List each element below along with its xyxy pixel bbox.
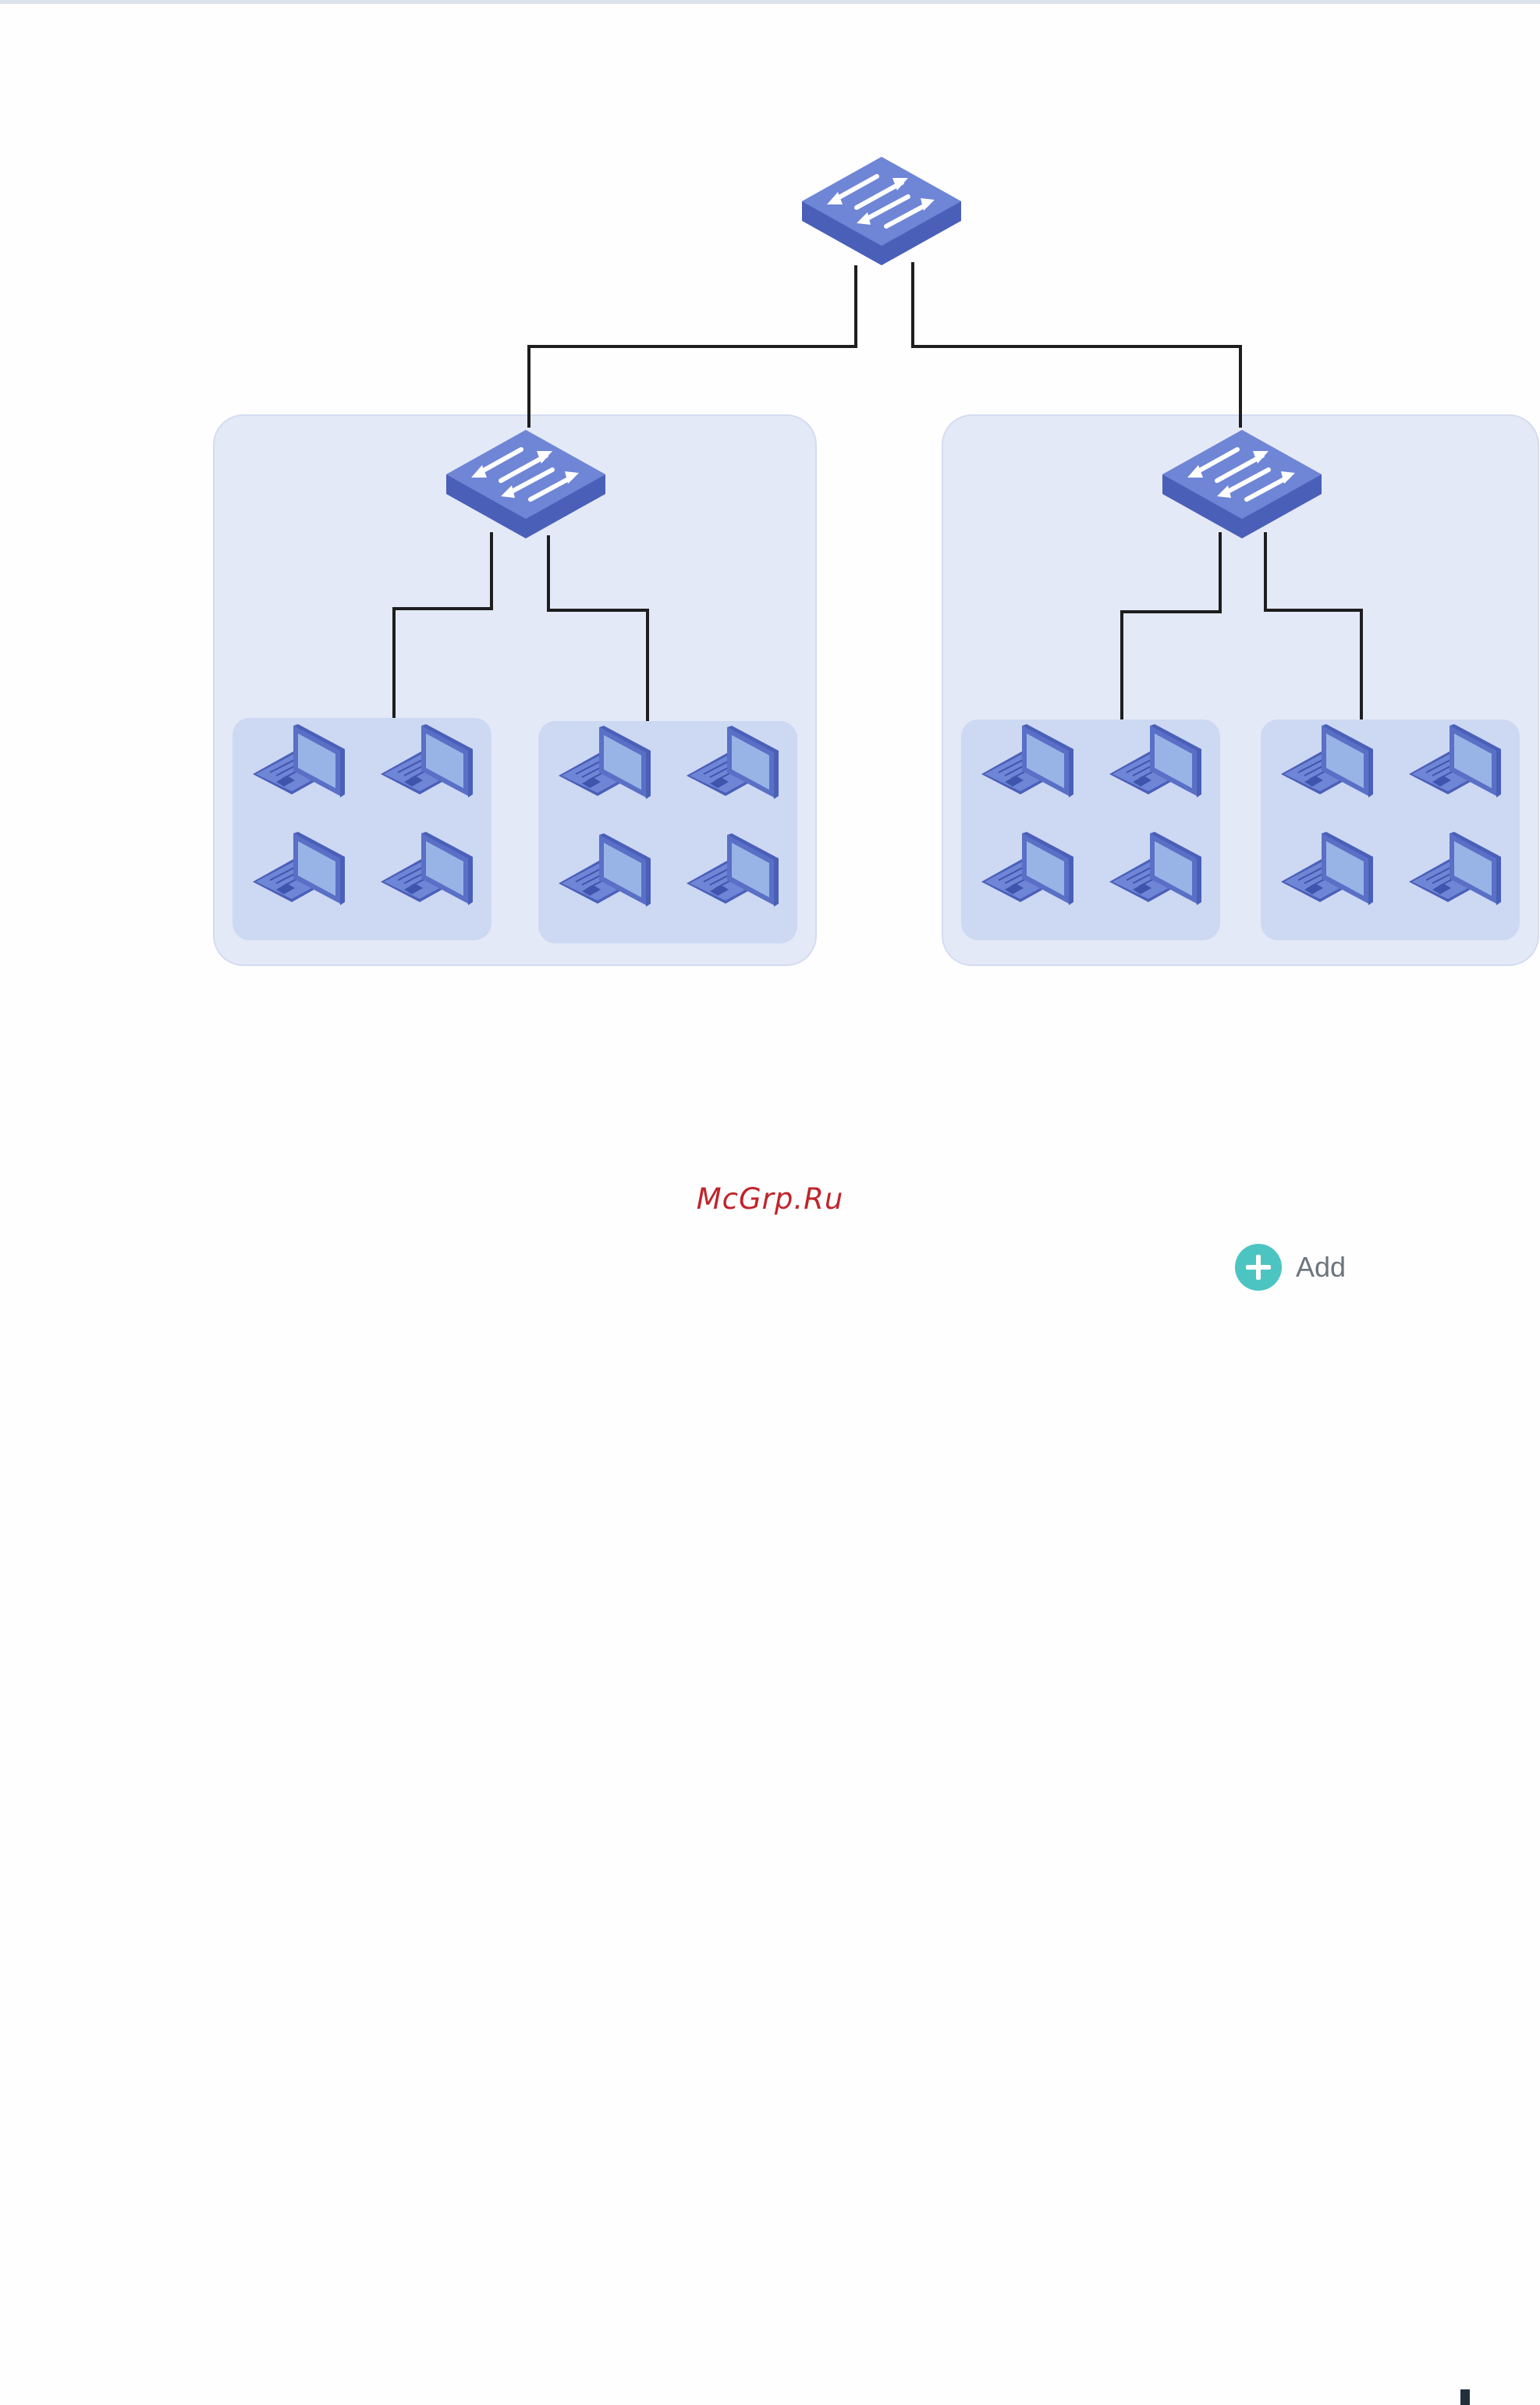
add-button-label: Add — [1296, 1251, 1346, 1284]
plus-circle-icon — [1235, 1244, 1282, 1291]
link-core-to-switch-a — [529, 265, 856, 428]
network-topology-diagram — [0, 0, 1540, 1014]
link-core-to-switch-b — [913, 262, 1240, 428]
watermark-text: McGrp.Ru — [0, 1182, 1540, 1216]
add-button[interactable]: Add — [1235, 1243, 1346, 1291]
core-switch-icon — [802, 157, 961, 265]
page-mark — [1460, 2389, 1470, 2405]
